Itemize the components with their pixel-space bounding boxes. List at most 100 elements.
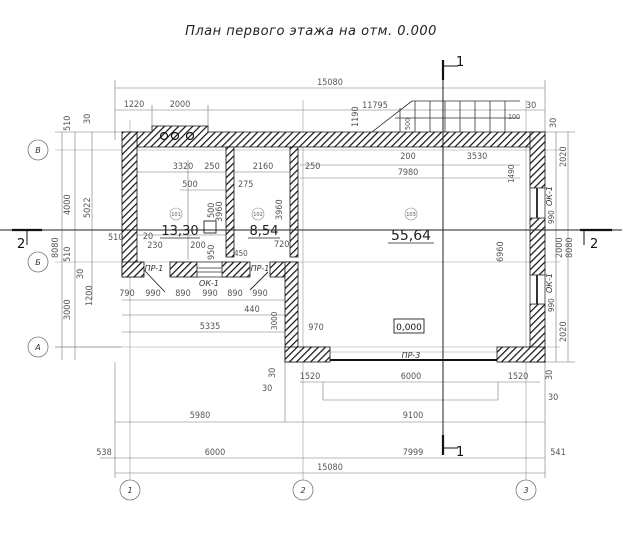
room-102-id: 102 [253, 212, 263, 218]
dim-1220: 1220 [124, 100, 145, 110]
room-102-area: 8,54 [250, 224, 279, 239]
door-swings [143, 269, 269, 293]
door-label-left: ПР-1 [145, 264, 164, 273]
axis-label-2: 2 [300, 486, 305, 495]
dim-950: 950 [207, 245, 217, 260]
dim-500v-101: 500 [207, 203, 217, 218]
section-mark-2-right: 2 [590, 237, 598, 252]
dim-11795: 11795 [362, 101, 388, 111]
dim-left-8080: 8080 [51, 237, 61, 258]
window-label-right-top: ОК-1 [545, 186, 554, 206]
dim-30-stair-b: 30 [549, 118, 559, 128]
right-windows [529, 187, 546, 305]
dim-990-right-a: 990 [547, 210, 556, 224]
walls [121, 125, 546, 363]
dim-538: 538 [96, 448, 111, 458]
axis-label-3: 3 [523, 486, 528, 495]
dim-7980: 7980 [398, 168, 419, 178]
dim-1520-a: 1520 [300, 372, 321, 382]
dim-500-stair: 500 [404, 118, 412, 130]
dim-6000-bottom: 6000 [205, 448, 226, 458]
section-cut-lines [0, 60, 622, 455]
dim-200-103: 200 [400, 152, 415, 162]
section-arrows [26, 65, 585, 449]
dim-left-510b: 510 [63, 247, 73, 262]
dimension-lines [55, 80, 575, 478]
dim-790: 790 [119, 289, 134, 299]
room-101-id: 101 [171, 212, 181, 218]
room-bubbles [169, 207, 418, 221]
dim-500-101: 500 [182, 180, 197, 190]
dim-6000-front: 6000 [401, 372, 422, 382]
dim-970: 970 [308, 323, 323, 333]
dim-left-5022: 5022 [83, 197, 93, 218]
dim-7999: 7999 [403, 448, 424, 458]
dim-left-30b: 30 [76, 269, 86, 279]
dim-top-total: 15080 [317, 78, 343, 88]
section-mark-1-top: 1 [456, 55, 464, 70]
room-103-id: 103 [406, 212, 416, 218]
vent-circles [159, 131, 195, 141]
axis-label-1: 1 [127, 486, 132, 495]
dim-3530: 3530 [467, 152, 488, 162]
dim-200-101: 200 [190, 241, 205, 251]
level-mark-box [393, 318, 425, 334]
dim-440: 440 [244, 305, 259, 315]
dim-3960-101: 3960 [215, 201, 225, 222]
dim-2160: 2160 [253, 162, 274, 172]
dim-890-a: 890 [175, 289, 190, 299]
dim-510-101: 510 [108, 233, 123, 243]
dim-2000: 2000 [170, 100, 191, 110]
dim-2020-a: 2020 [559, 146, 569, 167]
dim-5980: 5980 [190, 411, 211, 421]
axis-bubbles [27, 139, 537, 501]
dim-3320: 3320 [173, 162, 194, 172]
window-label-right-bottom: ОК-1 [545, 273, 554, 293]
dim-720: 720 [274, 240, 289, 250]
front-window [196, 261, 223, 278]
dim-30-front-d: 30 [548, 393, 558, 403]
door-label-mid: ПР-1 [251, 264, 270, 273]
dim-1520-b: 1520 [508, 372, 529, 382]
column-square [203, 220, 217, 234]
dim-30-stair-a: 30 [526, 101, 536, 111]
dim-6960: 6960 [496, 241, 506, 262]
section-mark-2-left: 2 [17, 237, 25, 252]
axis-label-a: А [34, 343, 40, 352]
window-label-front: ОК-1 [199, 279, 219, 288]
dim-30-front-b: 30 [262, 384, 272, 394]
dim-990-b: 990 [202, 289, 217, 299]
dim-1490: 1490 [507, 164, 516, 183]
dim-bottom-total: 15080 [317, 463, 343, 473]
dim-left-4000: 4000 [63, 194, 73, 215]
dim-2000-right: 2000 [555, 237, 565, 258]
dim-990-c: 990 [252, 289, 267, 299]
drawing-title: План первого этажа на отм. 0.000 [185, 24, 437, 39]
dim-1190: 1190 [351, 106, 361, 127]
dim-250-101: 250 [204, 162, 219, 172]
dim-30-front-c: 30 [545, 370, 555, 380]
axis-label-v: В [35, 146, 41, 155]
dim-990-right-b: 990 [547, 298, 556, 312]
dim-5335: 5335 [200, 322, 221, 332]
dim-2020-b: 2020 [559, 321, 569, 342]
exterior-stair [371, 100, 520, 133]
dim-990-a: 990 [145, 289, 160, 299]
dim-275: 275 [238, 180, 253, 190]
room-101-area: 13,30 [161, 224, 198, 239]
dim-230: 230 [147, 241, 162, 251]
dimension-texts: 15080 1220 2000 11795 1190 30 30 100 500… [51, 78, 575, 473]
axis-label-b: Б [35, 258, 41, 267]
dim-9100: 9100 [403, 411, 424, 421]
dim-3000-front: 3000 [270, 311, 279, 330]
dim-250-103: 250 [305, 162, 320, 172]
section-cut-marks [12, 60, 612, 455]
room-103-area: 55,64 [391, 228, 431, 244]
gate-label: ПР-3 [402, 351, 421, 360]
dim-left-1200: 1200 [85, 285, 95, 306]
dim-30-front-a: 30 [268, 368, 278, 378]
section-mark-1-bottom: 1 [456, 445, 464, 460]
dim-890-b: 890 [227, 289, 242, 299]
dim-450: 450 [234, 249, 248, 258]
dim-left-30: 30 [83, 114, 93, 124]
